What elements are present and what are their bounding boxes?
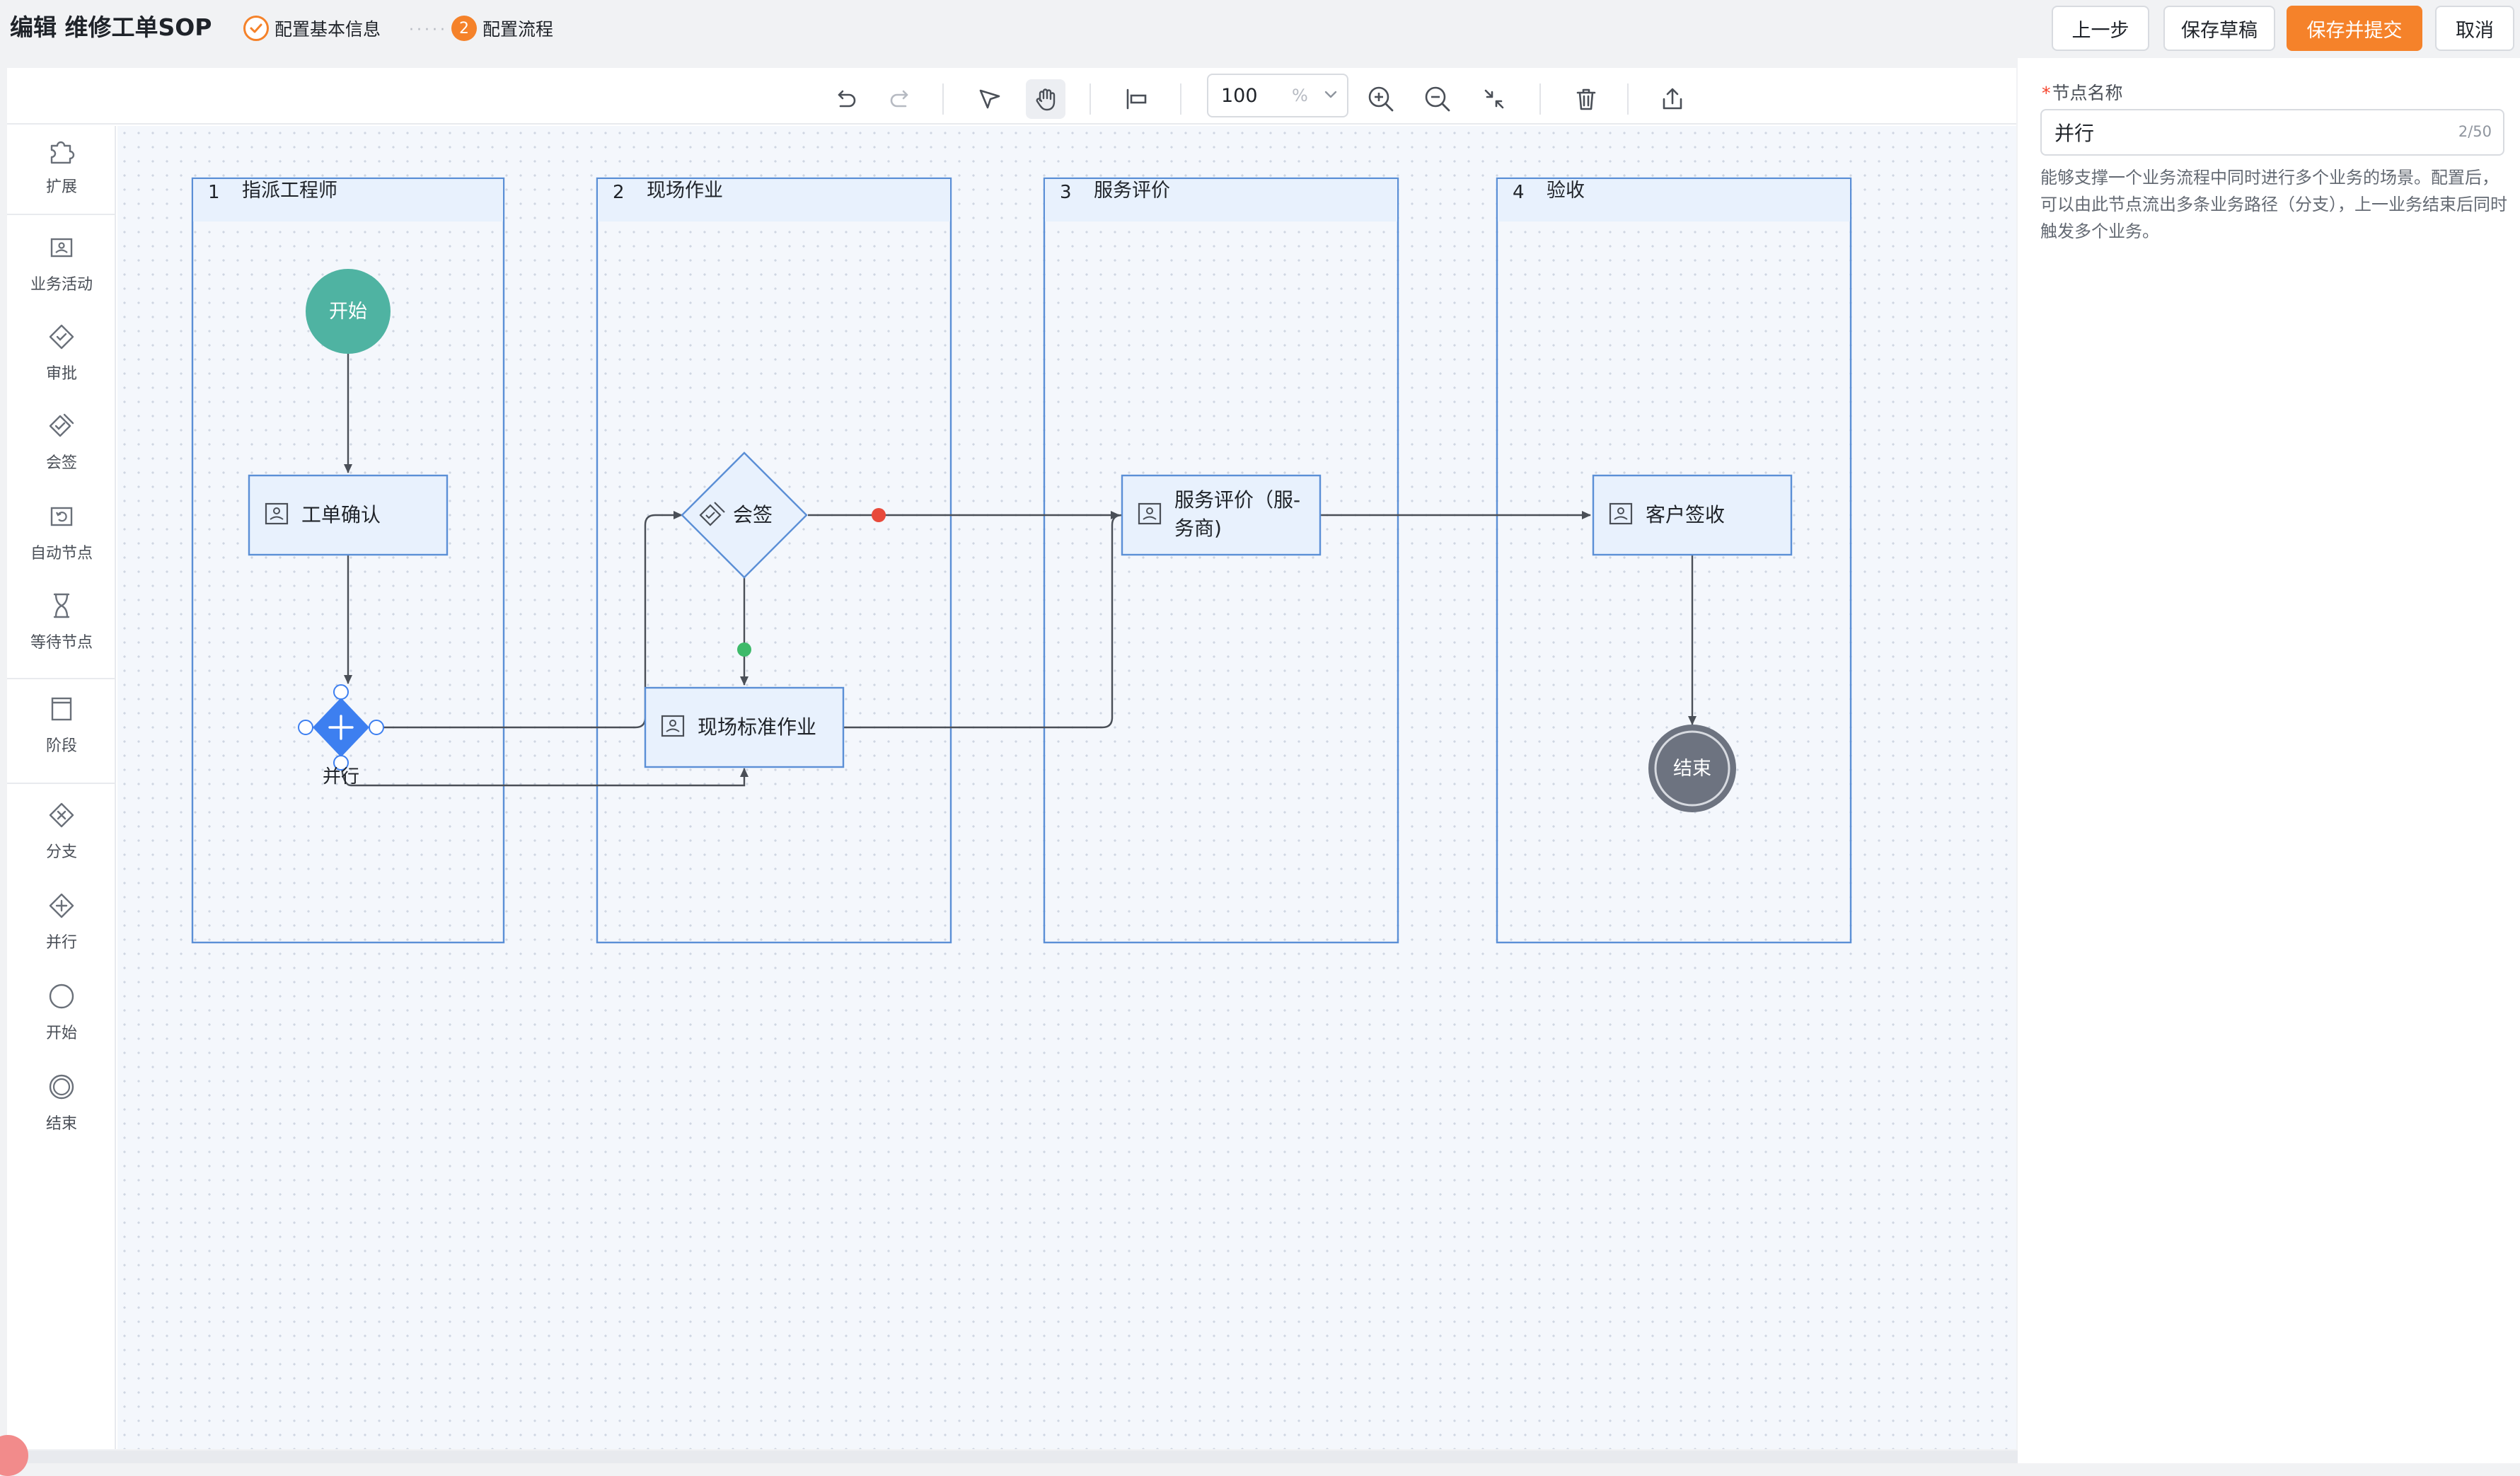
editor-canvas-area: 100 % 扩展 业务活动 <box>7 68 2016 1449</box>
flow-canvas[interactable] <box>117 126 2016 1449</box>
page-title: 编辑 维修工单SOP <box>10 13 212 41</box>
palette-label: 开始 <box>45 1025 77 1042</box>
toolbar-divider <box>1539 83 1541 115</box>
align-icon[interactable] <box>1116 79 1156 119</box>
palette-item-activity[interactable]: 业务活动 <box>7 231 116 309</box>
zoom-value: 100 <box>1221 84 1258 107</box>
palette-label: 结束 <box>45 1115 77 1133</box>
page-header: 编辑 维修工单SOP 配置基本信息 ····· 2 配置流程 上一步 保存草稿 … <box>0 0 2520 64</box>
palette-label: 并行 <box>45 934 77 952</box>
export-icon[interactable] <box>1653 79 1692 119</box>
chevron-down-icon <box>1322 85 1340 108</box>
palette-label: 阶段 <box>45 737 77 755</box>
palette-item-countersign[interactable]: 会签 <box>7 409 116 487</box>
approve-icon <box>49 324 74 350</box>
start-icon <box>49 984 74 1009</box>
palette-item-wait-node[interactable]: 等待节点 <box>7 589 116 667</box>
step-config-flow[interactable]: 2 配置流程 <box>451 14 553 42</box>
required-mark: * <box>2042 83 2051 103</box>
palette-label: 扩展 <box>45 178 77 196</box>
zoom-unit: % <box>1292 86 1308 105</box>
palette-label: 自动节点 <box>30 545 93 563</box>
parallel-icon <box>49 893 74 918</box>
save-draft-button[interactable]: 保存草稿 <box>2163 6 2275 51</box>
select-icon[interactable] <box>969 79 1009 119</box>
palette-item-auto-node[interactable]: 自动节点 <box>7 500 116 577</box>
fit-icon[interactable] <box>1474 79 1514 119</box>
branch-icon <box>49 802 74 828</box>
node-palette: 扩展 业务活动 审批 会签 自动节点 等待节点 阶段 <box>7 126 116 1449</box>
step-label: 配置基本信息 <box>274 19 381 40</box>
toolbar-divider <box>1627 83 1629 115</box>
save-submit-button[interactable]: 保存并提交 <box>2287 6 2422 51</box>
palette-item-end[interactable]: 结束 <box>7 1070 116 1148</box>
palette-label: 审批 <box>45 365 77 383</box>
palette-divider <box>7 214 116 215</box>
palette-item-start[interactable]: 开始 <box>7 979 116 1057</box>
node-name-input[interactable]: 并行 2/50 <box>2040 109 2504 156</box>
delete-icon[interactable] <box>1566 79 1606 119</box>
palette-label: 会签 <box>45 454 77 472</box>
redo-icon[interactable] <box>882 79 921 119</box>
step-number: 2 <box>451 16 477 41</box>
hand-icon[interactable] <box>1026 79 1065 119</box>
node-name-label: *节点名称 <box>2042 83 2123 103</box>
char-counter: 2/50 <box>2458 123 2492 140</box>
horizontal-scrollbar[interactable] <box>0 1451 2018 1463</box>
palette-item-approve[interactable]: 审批 <box>7 320 116 398</box>
toolbar: 100 % <box>7 68 2016 125</box>
end-icon <box>49 1074 74 1100</box>
stage-icon <box>51 697 72 721</box>
toolbar-divider <box>1180 83 1181 115</box>
palette-divider <box>7 783 116 784</box>
step-connector: ····· <box>409 21 448 39</box>
countersign-icon <box>49 413 74 437</box>
zoom-select[interactable]: 100 % <box>1207 74 1348 117</box>
node-description: 能够支撑一个业务流程中同时进行多个业务的场景。配置后，可以由此节点流出多条业务路… <box>2040 168 2507 241</box>
cancel-button[interactable]: 取消 <box>2435 6 2514 51</box>
palette-label: 分支 <box>45 843 77 861</box>
undo-icon[interactable] <box>825 79 865 119</box>
palette-item-parallel[interactable]: 并行 <box>7 889 116 967</box>
check-icon <box>243 16 269 41</box>
palette-label: 等待节点 <box>30 634 93 652</box>
palette-item-extend[interactable]: 扩展 <box>7 133 116 211</box>
hourglass-icon <box>53 593 70 618</box>
node-name-value: 并行 <box>2054 122 2095 145</box>
palette-label: 业务活动 <box>30 276 93 294</box>
properties-panel: *节点名称 并行 2/50 能够支撑一个业务流程中同时进行多个业务的场景。配置后… <box>2018 58 2520 1463</box>
step-basic-info[interactable]: 配置基本信息 <box>243 14 381 42</box>
step-label: 配置流程 <box>482 19 554 40</box>
activity-icon <box>50 238 73 258</box>
zoom-out-icon[interactable] <box>1418 79 1457 119</box>
toolbar-divider <box>1090 83 1091 115</box>
palette-item-branch[interactable]: 分支 <box>7 798 116 876</box>
puzzle-icon <box>50 141 75 164</box>
palette-divider <box>7 678 116 679</box>
auto-node-icon <box>50 507 73 526</box>
palette-item-stage[interactable]: 阶段 <box>7 692 116 770</box>
prev-button[interactable]: 上一步 <box>2052 6 2149 51</box>
zoom-in-icon[interactable] <box>1361 79 1401 119</box>
toolbar-divider <box>942 83 944 115</box>
